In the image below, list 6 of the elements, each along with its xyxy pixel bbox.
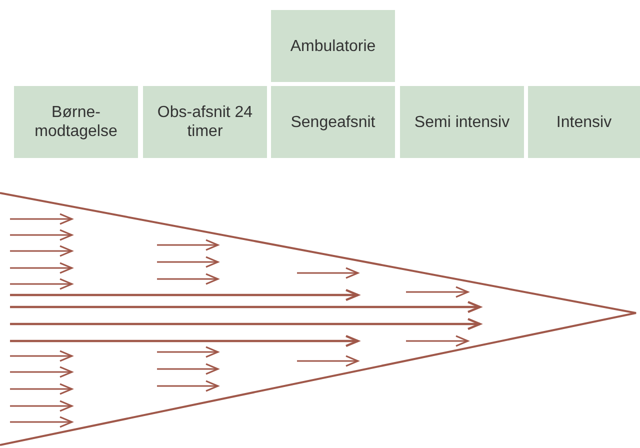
stage-box: Ambulatorie	[271, 10, 395, 82]
stage-box: Intensiv	[528, 86, 640, 158]
stage-box: Sengeafsnit	[271, 86, 395, 158]
stage-box: Obs-afsnit 24 timer	[143, 86, 267, 158]
stage-box: Semi intensiv	[400, 86, 524, 158]
stage-box: Børne-modtagelse	[14, 86, 138, 158]
